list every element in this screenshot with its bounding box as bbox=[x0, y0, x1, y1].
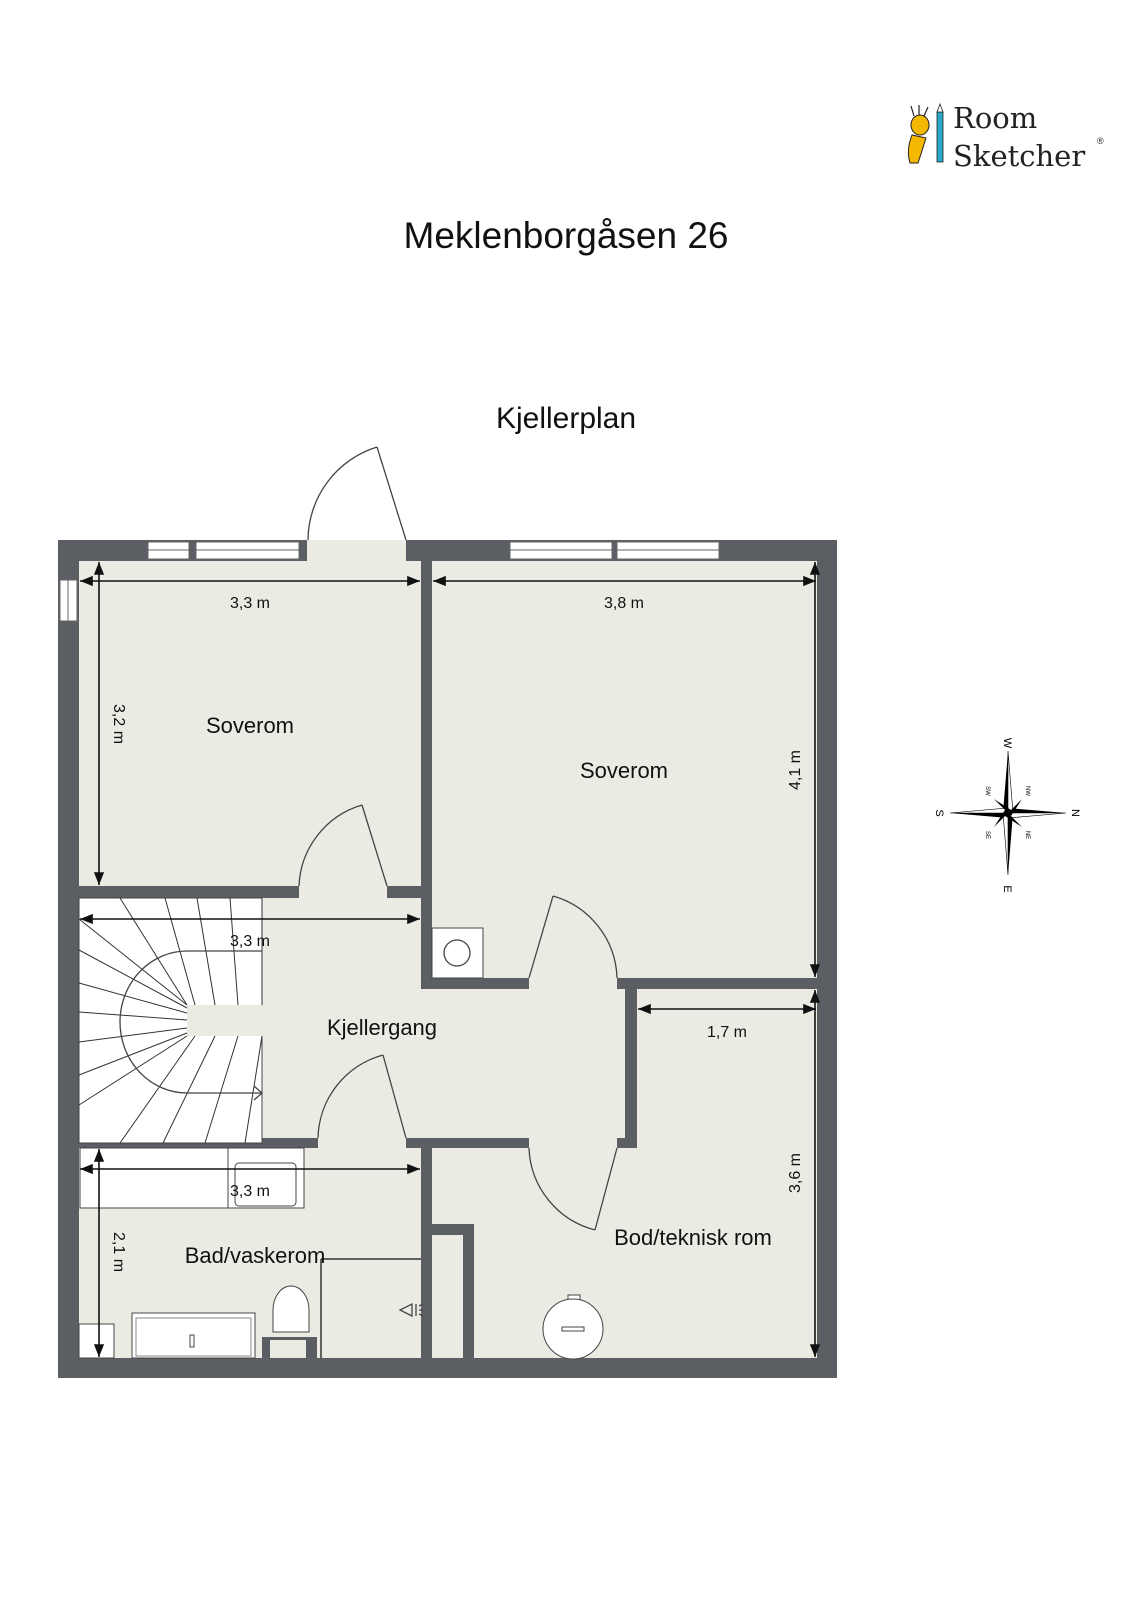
page-title: Meklenborgåsen 26 bbox=[404, 215, 729, 256]
dimension-label: 3,2 m bbox=[110, 704, 127, 744]
floor-name: Kjellerplan bbox=[496, 402, 636, 435]
room-label-soverom-2: Soverom bbox=[580, 758, 668, 783]
room-label-bad-vaskerom: Bad/vaskerom bbox=[185, 1243, 326, 1268]
shower-icon bbox=[398, 1302, 424, 1318]
dimension-label: 3,3 m bbox=[230, 595, 270, 612]
stair-direction-arrow bbox=[119, 950, 262, 1094]
dimension-label: 4,1 m bbox=[787, 750, 804, 790]
logo-text-room: Room bbox=[953, 101, 1037, 135]
logo-registered-mark: ® bbox=[1097, 136, 1104, 146]
compass-s: S bbox=[933, 809, 945, 816]
dimension-lines bbox=[80, 562, 821, 1357]
compass-se: SE bbox=[984, 831, 990, 839]
windows bbox=[59, 541, 720, 622]
staircase bbox=[78, 897, 263, 1144]
washer-counter bbox=[79, 1147, 305, 1209]
dimension-label: 3,3 m bbox=[230, 1183, 270, 1200]
storage-door bbox=[528, 1147, 618, 1231]
boiler bbox=[431, 927, 484, 979]
hall-bedroom2-door bbox=[528, 895, 618, 979]
bedroom-door bbox=[298, 804, 388, 887]
room-label-bod-teknisk-rom: Bod/teknisk rom bbox=[614, 1225, 772, 1250]
dimension-label: 3,6 m bbox=[787, 1153, 804, 1193]
compass-e: E bbox=[1001, 885, 1013, 892]
shower-wall bbox=[320, 1258, 421, 1358]
logo-text-sketcher: Sketcher bbox=[953, 139, 1085, 173]
cabinet bbox=[78, 1323, 115, 1359]
dimension-label: 1,7 m bbox=[707, 1024, 747, 1041]
compass-w: W bbox=[1001, 738, 1013, 749]
entrance-opening bbox=[307, 540, 406, 561]
compass-n: N bbox=[1069, 809, 1081, 817]
room-label-kjellergang: Kjellergang bbox=[327, 1015, 437, 1040]
compass-rose-icon: W E N S SW NW SE NE bbox=[933, 738, 1081, 893]
toilet bbox=[262, 1285, 317, 1358]
room-label-soverom-1: Soverom bbox=[206, 713, 294, 738]
bathtub bbox=[131, 1312, 256, 1359]
sink bbox=[234, 1162, 297, 1207]
roomsketcher-logo: Room Sketcher ® bbox=[907, 101, 1104, 173]
logo-mascot-icon bbox=[907, 102, 944, 164]
compass-sw: SW bbox=[984, 786, 990, 796]
dimension-label: 3,3 m bbox=[230, 933, 270, 950]
bathroom-door bbox=[317, 1054, 407, 1139]
compass-ne: NE bbox=[1024, 831, 1030, 839]
dimension-label: 3,8 m bbox=[604, 595, 644, 612]
water-heater bbox=[542, 1294, 604, 1360]
entrance-door bbox=[307, 446, 407, 541]
compass-nw: NW bbox=[1024, 786, 1030, 796]
dimension-label: 2,1 m bbox=[110, 1232, 127, 1272]
